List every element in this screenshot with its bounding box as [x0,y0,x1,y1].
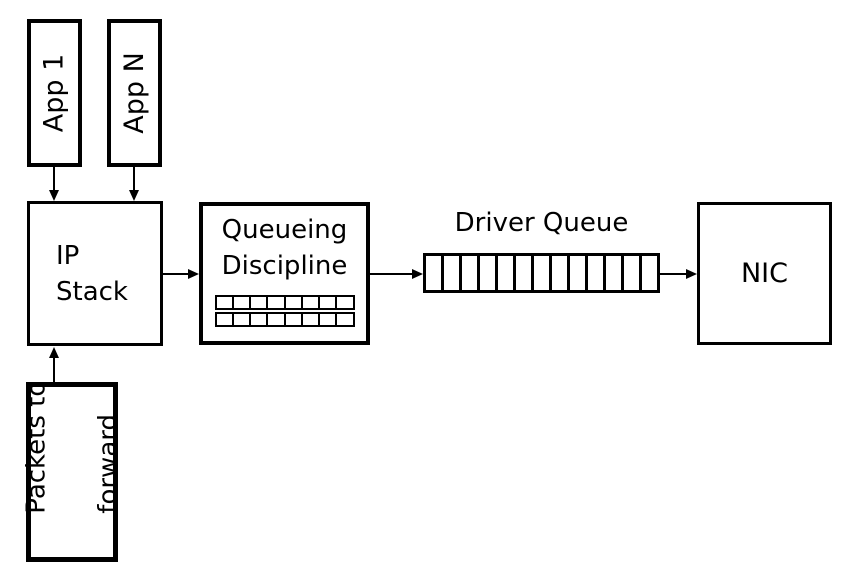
arrowhead-right-icon [188,269,199,279]
driver-queue-cell [495,256,513,290]
qdisc-queue-cell [231,314,249,325]
node-queueing-discipline: Queueing Discipline [199,202,370,345]
node-app-1: App 1 [27,19,82,167]
qdisc-queue-cell [335,297,353,308]
ip-stack-label: IP Stack [30,204,160,343]
app-n-label: App N [118,52,150,134]
driver-queue-cell [477,256,495,290]
arrow-line [660,273,687,275]
arrowhead-down-icon [129,190,139,201]
arrowhead-up-icon [49,347,59,358]
arrowhead-down-icon [49,190,59,201]
node-packets-to-forward: Packets to forward [21,381,123,562]
qdisc-queue-cell [318,297,336,308]
arrowhead-right-icon [412,269,423,279]
packets-label-line2: forward [93,414,124,514]
arrow-line [53,167,55,193]
driver-queue-cell [426,256,441,290]
nic-label: NIC [740,258,788,289]
qdisc-queue-cell [249,314,267,325]
driver-queue-cell [441,256,459,290]
qdisc-queue-cell [231,297,249,308]
qdisc-queue-cell [216,314,232,325]
driver-queue-cell [459,256,477,290]
qdisc-queue-row [214,312,355,327]
qdisc-queue-cell [335,314,353,325]
qdisc-queue-cell [318,314,336,325]
driver-queue-cell [621,256,639,290]
qdisc-queue-cell [300,297,318,308]
driver-queue-slots [423,253,660,293]
arrow-line [163,273,189,275]
app-1-label: App 1 [38,53,70,133]
driver-queue-cell [531,256,549,290]
qdisc-queue-cell [266,297,284,308]
ip-stack-label-line1: IP [56,240,80,271]
qdisc-queue-cell [283,297,301,308]
node-app-n: App N [107,19,162,167]
node-ip-stack: IP Stack [27,201,163,346]
arrow-line [53,356,55,382]
driver-queue-label: Driver Queue [454,208,629,238]
queueing-discipline-label: Queueing Discipline [222,212,348,284]
driver-queue-cell [567,256,585,290]
driver-queue-cell [603,256,621,290]
qdisc-label-line2: Discipline [221,251,348,281]
qdisc-queue-cell [249,297,267,308]
qdisc-queue-cell [216,297,232,308]
packets-to-forward-label: Packets to forward [0,381,162,564]
arrow-line [370,273,413,275]
ip-stack-label-line2: Stack [56,276,128,307]
driver-queue-cell [585,256,603,290]
packets-label-line1: Packets to [21,380,52,514]
qdisc-queue-row [214,295,355,310]
arrow-line [133,167,135,193]
qdisc-queue-cell [300,314,318,325]
qdisc-queue-grid [214,295,355,327]
qdisc-label-line1: Queueing [221,215,348,245]
driver-queue-cell [549,256,567,290]
driver-queue-cell [639,256,657,290]
arrowhead-right-icon [686,269,697,279]
node-nic: NIC [697,202,832,345]
driver-queue-cell [513,256,531,290]
qdisc-queue-cell [266,314,284,325]
qdisc-queue-cell [283,314,301,325]
